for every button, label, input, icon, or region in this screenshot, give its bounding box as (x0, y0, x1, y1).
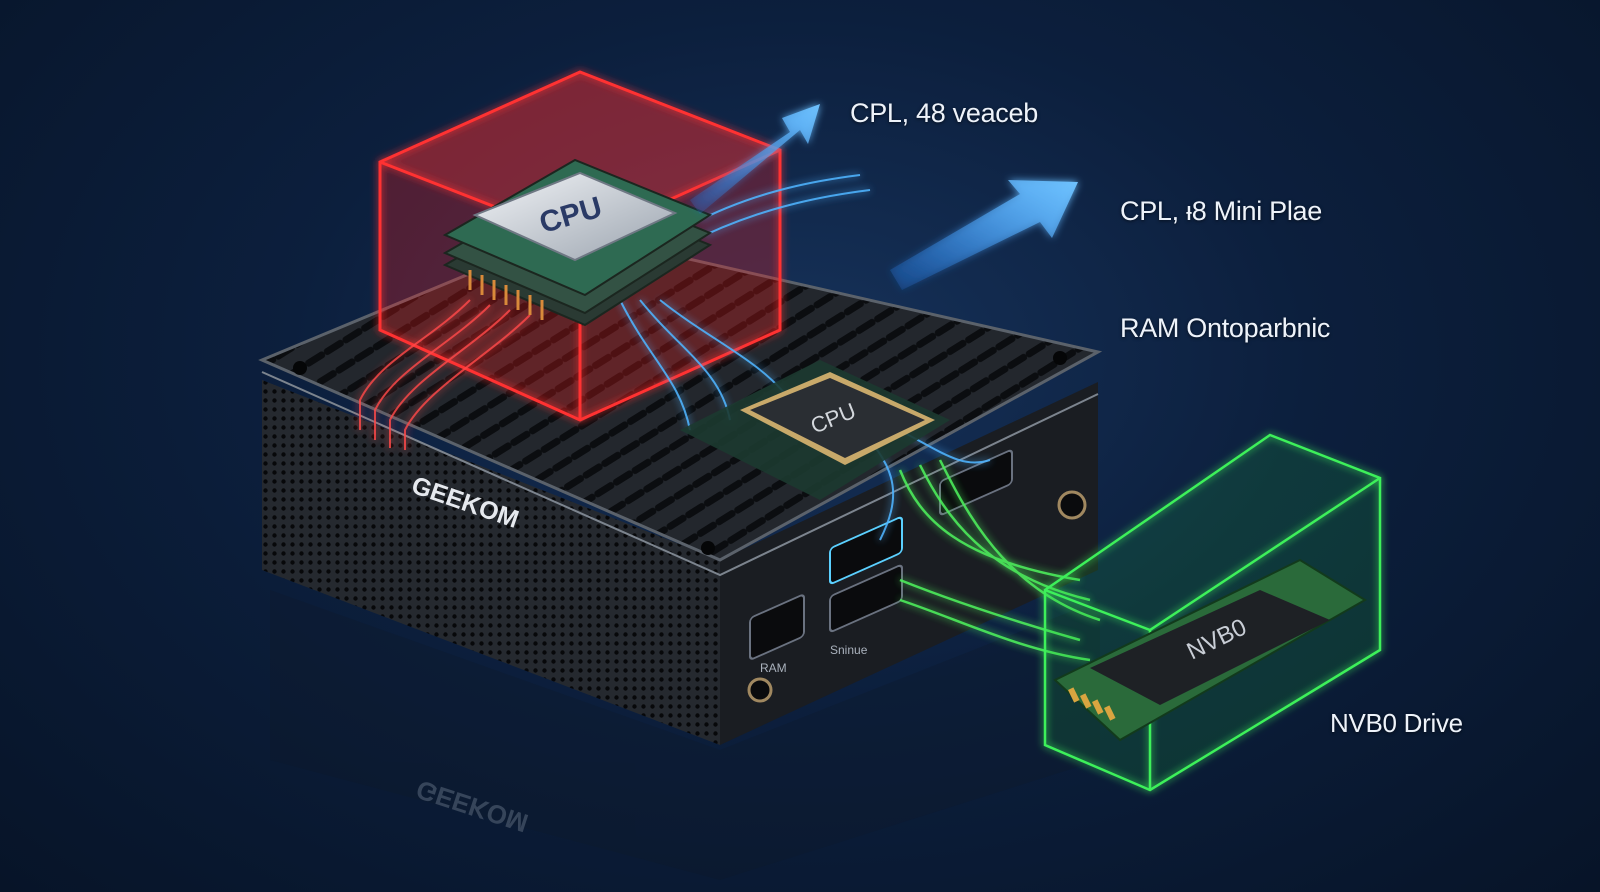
nvme-highlight-box: NVB0 (1043, 433, 1382, 792)
chassis-top-vent (262, 232, 1098, 560)
callout-cpu-performance: CPL, 48 veaceb (850, 98, 1038, 128)
callout-ram: RAM Ontoparbnic (1120, 313, 1331, 343)
callout-nvme-drive: NVB0 Drive (1330, 708, 1463, 738)
hdmi-port (749, 594, 805, 660)
arrow-up-right-icon (690, 104, 820, 214)
mini-pc-chassis: RAM Sninue GEEKOM (258, 230, 1103, 745)
port-label-left: RAM (760, 661, 787, 675)
port-label-right: Sninue (830, 643, 868, 657)
usb-port (829, 564, 903, 633)
usb-port (829, 516, 903, 585)
cpu-chip-floating: CPU (442, 158, 713, 327)
chassis-front-panel (262, 380, 720, 745)
arrow-up-right-icon (890, 180, 1078, 290)
cpu-on-board: CPU (680, 360, 950, 500)
power-jack (747, 677, 773, 703)
red-traces (359, 299, 531, 450)
callout-mini-pc: CPL, ᵼ8 Mini Plae (1120, 196, 1322, 226)
audio-jack (1057, 490, 1087, 520)
green-traces (898, 459, 1101, 662)
